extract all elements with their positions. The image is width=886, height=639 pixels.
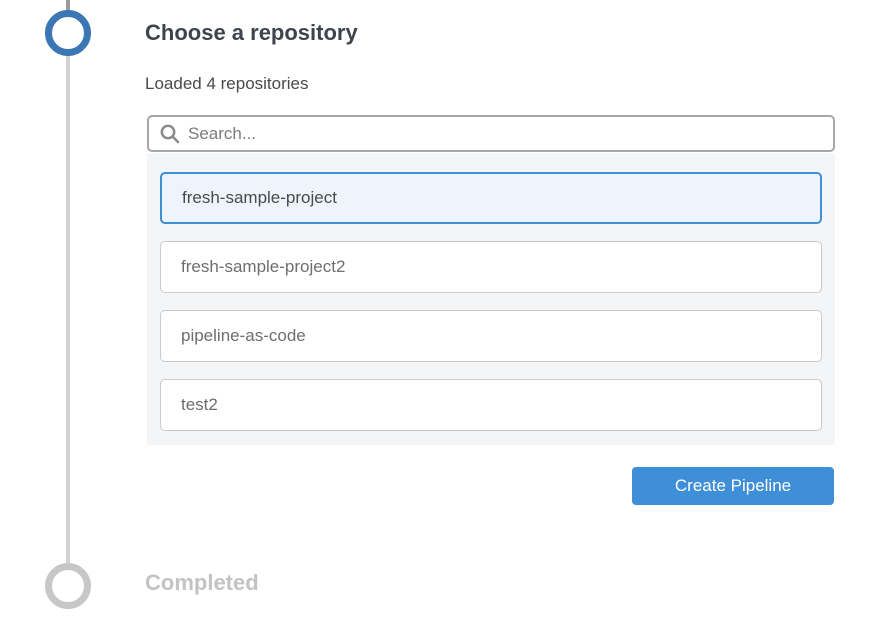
stepper-rail xyxy=(66,30,70,578)
search-input[interactable] xyxy=(188,123,823,144)
completed-step-indicator-icon xyxy=(45,563,91,609)
create-pipeline-button[interactable]: Create Pipeline xyxy=(632,467,834,505)
repository-item[interactable]: test2 xyxy=(160,379,822,431)
repository-item[interactable]: fresh-sample-project xyxy=(160,172,822,224)
repository-name: fresh-sample-project2 xyxy=(181,257,346,276)
search-icon xyxy=(159,123,181,145)
repository-item[interactable]: pipeline-as-code xyxy=(160,310,822,362)
repository-list: fresh-sample-project fresh-sample-projec… xyxy=(147,153,835,445)
repositories-loaded-status: Loaded 4 repositories xyxy=(145,74,309,93)
step-title: Choose a repository xyxy=(145,20,358,45)
current-step-indicator-icon xyxy=(45,10,91,56)
completed-step-label: Completed xyxy=(145,570,259,595)
repository-search-box[interactable] xyxy=(147,115,835,152)
repository-name: pipeline-as-code xyxy=(181,326,306,345)
repository-name: test2 xyxy=(181,395,218,414)
repository-item[interactable]: fresh-sample-project2 xyxy=(160,241,822,293)
repository-name: fresh-sample-project xyxy=(182,188,337,207)
stepper-rail-top-segment xyxy=(66,0,70,14)
